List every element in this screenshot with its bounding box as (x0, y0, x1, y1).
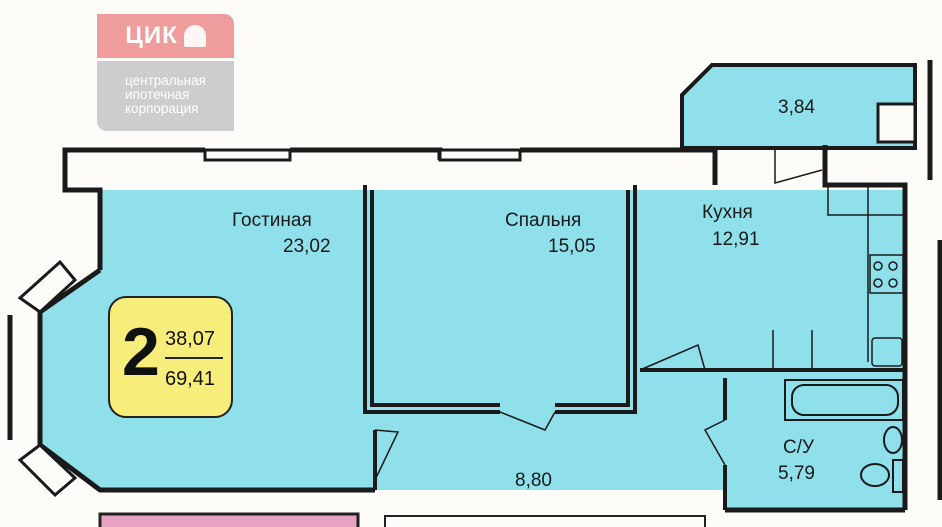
room-area-living: 23,02 (283, 236, 331, 257)
room-name-living: Гостиная (232, 210, 312, 231)
room-area-hallway: 8,80 (515, 470, 552, 491)
bathroom-fixtures (784, 379, 904, 493)
outer-walls (7, 60, 942, 513)
logo: ЦИК (97, 14, 234, 58)
neighbor-room (98, 512, 360, 527)
total-area: 69,41 (165, 368, 216, 390)
vent-shaft (876, 102, 917, 144)
apartment-floor (40, 190, 905, 510)
fraction-divider (165, 357, 223, 359)
room-name-bedroom: Спальня (505, 210, 581, 231)
rooms-count: 2 (122, 314, 160, 390)
room-area-bathroom: 5,79 (778, 463, 815, 484)
interior-walls (363, 185, 905, 510)
building-icon (183, 25, 206, 47)
balcony (680, 63, 917, 150)
logo-line: корпорация (125, 101, 199, 116)
logo-brand: ЦИК (125, 22, 178, 49)
doors (374, 150, 823, 481)
logo-line: ипотечная (125, 87, 190, 102)
room-area-balcony: 3,84 (778, 97, 815, 118)
logo-caption: центральная ипотечная корпорация (97, 61, 234, 131)
room-name-bathroom: С/У (783, 437, 815, 458)
stairwell (384, 515, 706, 527)
room-name-kitchen: Кухня (702, 202, 753, 223)
logo-line: центральная (125, 73, 206, 88)
kitchen-fixtures (772, 185, 905, 368)
room-area-bedroom: 15,05 (548, 236, 596, 257)
room-area-kitchen: 12,91 (712, 229, 760, 250)
living-area: 38,07 (165, 328, 216, 350)
windows (17, 148, 522, 498)
apartment-badge: 2 38,07 69,41 (108, 296, 233, 418)
